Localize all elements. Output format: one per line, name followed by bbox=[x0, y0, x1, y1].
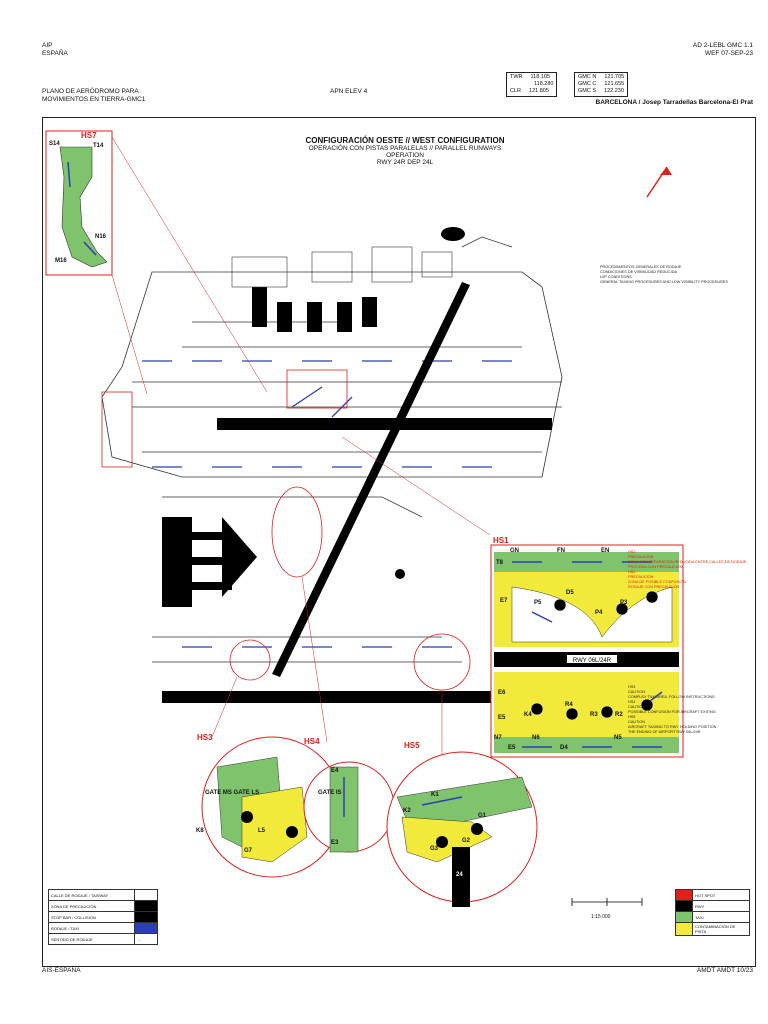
hs1-label-t8: T8 bbox=[496, 560, 504, 566]
hs1-label-p3: P3 bbox=[620, 600, 628, 606]
hs1-label-gn: GN bbox=[510, 548, 519, 554]
legend-row-5: SENTIDO DE RODAJE bbox=[48, 933, 135, 945]
chart-frame bbox=[42, 117, 756, 967]
hs1-label-n5: N5 bbox=[614, 735, 622, 741]
runway-north bbox=[217, 418, 552, 430]
footer-left: AIS-ESPAÑA bbox=[42, 967, 81, 974]
hs4-taxiway-e3: E3 bbox=[331, 840, 339, 846]
hs5-taxiway-g3: G3 bbox=[430, 846, 439, 852]
hs1-label-r2: R2 bbox=[615, 712, 623, 718]
runway-south bbox=[162, 691, 507, 703]
procedures-notes: PROCEDIMIENTOS GENERALES DE RODAJE CONDI… bbox=[600, 265, 728, 284]
hs7-label: HS7 bbox=[81, 131, 97, 140]
hs1-runway-label: RWY 06L/24R bbox=[573, 658, 612, 664]
hs1-label-e6: E6 bbox=[498, 690, 506, 696]
airport-name: BARCELONA / Josep Tarradellas Barcelona-… bbox=[595, 99, 754, 106]
hotspot-notes: HS3 CAUTION COMPLEX TAXI AREA. FOLLOW IN… bbox=[628, 685, 717, 734]
hs1-label-d4: D4 bbox=[560, 745, 568, 751]
hs4-taxiway-e4: E4 bbox=[331, 768, 339, 774]
hs5-taxiway-k2: K2 bbox=[403, 808, 411, 814]
chart-title: PLANO DE AERÓDROMO PARA MOVIMIENTOS EN T… bbox=[42, 88, 146, 103]
hotspot-notes-red: HS1 PRECAUCIÓN ZONA CON SEPARACIÓN REDUC… bbox=[628, 550, 747, 589]
hs7-taxiway-t14: T14 bbox=[93, 143, 104, 149]
legend-left: CALLE DE RODAJE / TAXIWAY ZONA DE PRECAU… bbox=[48, 889, 158, 945]
footer-right: AMDT AMDT 10/23 bbox=[696, 967, 753, 974]
hs4-inset bbox=[303, 761, 395, 853]
hs5-taxiway-k1: K1 bbox=[431, 792, 439, 798]
hs1-label-p5: P5 bbox=[534, 600, 542, 606]
hs1-label: HS1 bbox=[493, 536, 509, 545]
hs4-gate-label: GATE IS bbox=[318, 790, 342, 796]
hs3-inset bbox=[201, 736, 343, 878]
hs7-taxiway-s14: S14 bbox=[49, 141, 60, 147]
hs7-inset bbox=[45, 130, 113, 276]
legend-right-row-4: CONTAMINACIÓN DE PISTA bbox=[692, 922, 750, 936]
aip-label: AIP ESPAÑA bbox=[42, 42, 68, 57]
hs1-label-k4: K4 bbox=[524, 712, 532, 718]
hs3-taxiway-l5: L5 bbox=[258, 828, 266, 834]
hs5-taxiway-g1: G1 bbox=[478, 813, 487, 819]
legend-row-4: RODAJE / TAXI bbox=[48, 922, 135, 934]
terminal-buildings bbox=[162, 227, 465, 607]
hs1-label-e7: E7 bbox=[500, 598, 508, 604]
hs5-taxiway-g2: G2 bbox=[462, 838, 471, 844]
hs1-label-fn: FN bbox=[557, 548, 565, 554]
hs1-label-r4: R4 bbox=[565, 702, 573, 708]
document-reference: AD 2-LEBL GMC 1.1 WEF 07-SEP-23 bbox=[692, 42, 753, 57]
taxi-direction-arrows bbox=[142, 360, 512, 648]
scale-bar bbox=[571, 898, 643, 906]
legend-right-row-1: HOT SPOT bbox=[692, 889, 750, 901]
hs1-label-e5: E5 bbox=[498, 715, 506, 721]
hs1-label-n7: N7 bbox=[494, 735, 502, 741]
hs4-label: HS4 bbox=[304, 737, 320, 746]
hs7-taxiway-n16: N16 bbox=[95, 234, 107, 240]
legend-right: HOT SPOT RWY TAXI CONTAMINACIÓN DE PISTA bbox=[675, 889, 750, 936]
hs1-label-d5: D5 bbox=[566, 590, 574, 596]
hs1-label-en: EN bbox=[601, 548, 610, 554]
scale-label: 1:15 000 bbox=[591, 914, 611, 920]
hs3-taxiway-g7: G7 bbox=[244, 848, 253, 854]
legend-row-2: ZONA DE PRECAUCIÓN bbox=[48, 900, 135, 912]
hs7-taxiway-m16: M16 bbox=[55, 258, 67, 264]
legend-row-1: CALLE DE RODAJE / TAXIWAY bbox=[48, 889, 135, 901]
hs5-runway-number: 24 bbox=[456, 872, 463, 878]
hs3-gate-label: GATE MS GATE LS bbox=[205, 790, 260, 796]
hs1-label-r3: R3 bbox=[590, 712, 598, 718]
hs1-label-e5b: E5 bbox=[508, 745, 516, 751]
hs1-label-n6: N6 bbox=[532, 735, 540, 741]
hs5-label: HS5 bbox=[404, 741, 420, 750]
legend-row-3: STOP BAR / COLLISION bbox=[48, 911, 135, 923]
runway-cross bbox=[272, 282, 470, 677]
north-arrow bbox=[646, 166, 672, 198]
legend-right-row-3: TAXI bbox=[692, 911, 750, 923]
hs5-inset bbox=[386, 751, 538, 907]
hs1-inset: RWY 06L/24R bbox=[490, 544, 684, 758]
hs3-taxiway-k8: K8 bbox=[196, 828, 204, 834]
apn-elevation: APN ELEV 4 bbox=[330, 88, 368, 95]
aerodrome-map: RWY 06L/24R bbox=[45, 130, 684, 907]
legend-right-row-2: RWY bbox=[692, 900, 750, 912]
hs3-label: HS3 bbox=[197, 733, 213, 742]
configuration-title: CONFIGURACIÓN OESTE // WEST CONFIGURATIO… bbox=[305, 136, 505, 166]
hs1-label-p4: P4 bbox=[595, 610, 603, 616]
